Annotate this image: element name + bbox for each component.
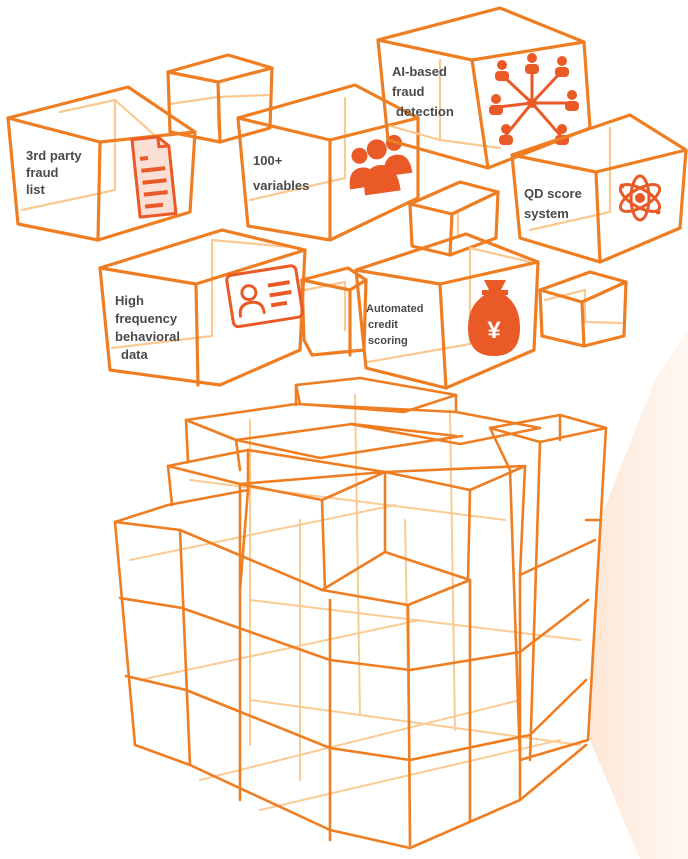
svg-text:3rd party fraud li: 3rd party fraud list [26,148,85,197]
people-group-icon [349,134,413,196]
small-cube-right [538,270,628,348]
atom-icon [618,174,662,222]
feature-label-line: frequency [115,311,178,326]
feature-label-line: fraud [392,84,425,99]
feature-cube-fraud-list: 3rd party fraud list [6,85,197,242]
id-card-icon [225,264,305,329]
feature-label-line: 3rd party [26,148,82,163]
feature-label-line: AI-based [392,64,447,79]
feature-label-line: Automated [366,303,423,315]
feature-label-line: 100+ [253,153,283,168]
feature-label-line: list [26,182,45,197]
feature-cube-behavioral: High frequency behavioral data [98,228,307,387]
feature-label-line: QD score [524,186,582,201]
document-icon [130,135,178,219]
feature-label-line: High [115,293,144,308]
background-glow [590,330,688,859]
feature-label-line: data [121,347,149,362]
network-people-icon [489,53,579,145]
feature-label-line: scoring [368,335,408,347]
feature-cube-ai: AI-based fraud detection [376,6,592,170]
small-cube-mid [408,180,500,257]
feature-label-line: fraud [26,165,59,180]
small-cube-top [166,53,274,144]
svg-text:AI-based fraud det: AI-based fraud detection [392,64,454,119]
svg-text:100+ variables: 100+ variables [253,153,309,193]
big-cube-grid [113,376,608,850]
money-symbol: ¥ [487,317,501,344]
svg-text:Automated credit s: Automated credit scoring [366,303,427,347]
feature-cube-variables: 100+ variables [236,83,420,242]
feature-label-line: behavioral [115,329,180,344]
feature-label-line: detection [396,104,454,119]
feature-cube-credit: Automated credit scoring ¥ [354,232,540,390]
feature-cube-qd: QD score system [510,113,688,264]
feature-label-line: credit [368,319,398,331]
svg-text:High frequency beh: High frequency behavioral data [115,293,184,362]
money-bag-icon: ¥ [468,280,520,356]
feature-label-line: system [524,206,569,221]
feature-label-line: variables [253,178,309,193]
svg-text:QD score system: QD score system [524,186,585,221]
